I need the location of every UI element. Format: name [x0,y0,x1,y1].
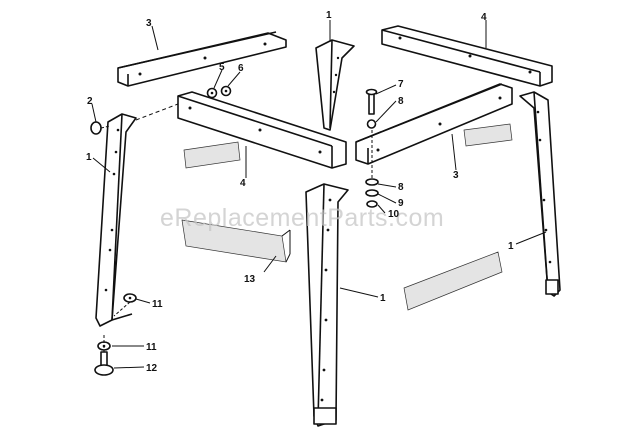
callout-leg-left: 1 [86,152,92,163]
callout-bolt-2: 2 [87,96,93,107]
callout-bolt-7: 7 [398,79,404,90]
lower-brace-back-right [463,123,513,147]
callout-nut-5: 5 [219,62,225,73]
side-rail-top-right [381,25,553,87]
nut-11-upper [123,293,137,303]
callout-leg-right: 1 [508,241,514,252]
assembly-lines [113,103,373,317]
lower-brace-back-left [183,141,241,169]
lower-brace-front-right [403,251,503,311]
callout-leg-front: 1 [380,293,386,304]
watermark-text: eReplacementParts.com [160,204,444,232]
end-rail-top-left [117,31,287,87]
callout-leg-back: 1 [326,10,332,21]
callout-washer-9: 9 [398,198,404,209]
callout-leveler-12: 12 [146,363,158,374]
bolt-7 [365,88,378,129]
washer-6 [220,85,232,97]
callout-nut-11b: 11 [146,342,157,353]
callout-nut-10: 10 [388,209,400,220]
leader-lines [91,20,547,369]
callout-nut-11a: 11 [152,299,163,310]
callout-washer-8b: 8 [398,182,404,193]
leg-left [95,113,137,327]
callout-washer-8a: 8 [398,96,404,107]
leg-right [519,91,561,297]
lower-brace-13 [181,219,291,263]
leg-back [315,39,355,131]
callout-rail-top-right: 4 [481,12,487,23]
callout-washer-6: 6 [238,63,244,74]
end-rail-right [355,83,513,165]
callout-rail-front: 4 [240,178,246,189]
hex-nut-5 [206,87,218,99]
callout-brace-13: 13 [244,274,256,285]
callout-rail-right: 3 [453,170,459,181]
leg-front [305,183,349,427]
callout-labels: 1 3 4 2 1 5 6 7 8 4 3 8 9 10 13 1 1 11 1… [86,10,514,374]
side-rail-front [177,91,347,169]
leveler-foot-12 [94,335,114,376]
callout-rail-top-left: 3 [146,18,152,29]
washer-stack [365,178,379,208]
